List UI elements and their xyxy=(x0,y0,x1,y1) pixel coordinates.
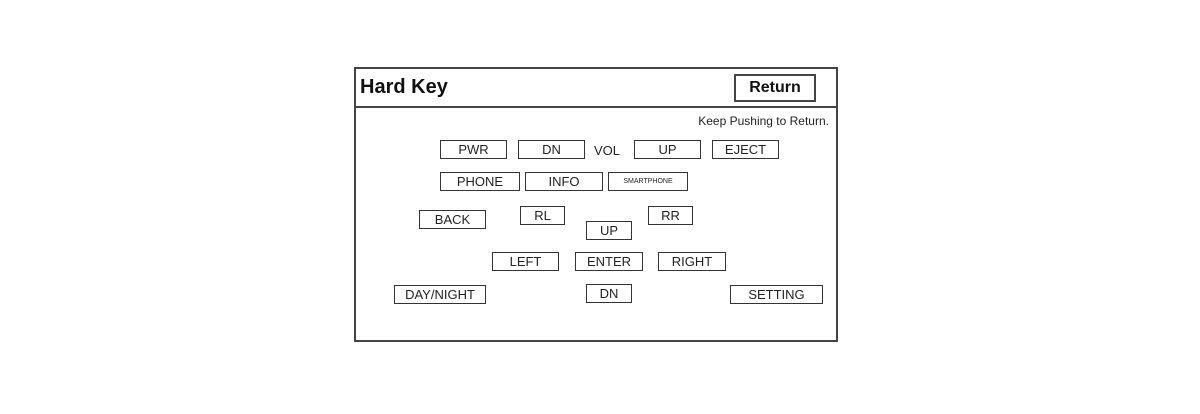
setting-key[interactable]: SETTING xyxy=(730,285,823,304)
left-key[interactable]: LEFT xyxy=(492,252,559,271)
dn-key[interactable]: DN xyxy=(586,284,632,303)
right-key[interactable]: RIGHT xyxy=(658,252,726,271)
day-night-key[interactable]: DAY/NIGHT xyxy=(394,285,486,304)
panel-header: Hard Key Return xyxy=(356,69,836,108)
rl-key[interactable]: RL xyxy=(520,206,565,225)
back-key[interactable]: BACK xyxy=(419,210,486,229)
vol-label: VOL xyxy=(594,143,621,158)
page-title: Hard Key xyxy=(360,76,448,98)
vol-up-key[interactable]: UP xyxy=(634,140,701,159)
return-hint: Keep Pushing to Return. xyxy=(698,114,829,128)
vol-down-key[interactable]: DN xyxy=(518,140,585,159)
enter-key[interactable]: ENTER xyxy=(575,252,643,271)
info-key[interactable]: INFO xyxy=(525,172,603,191)
return-button[interactable]: Return xyxy=(734,74,816,102)
up-key[interactable]: UP xyxy=(586,221,632,240)
rr-key[interactable]: RR xyxy=(648,206,693,225)
smartphone-key[interactable]: SMARTPHONE xyxy=(608,172,688,191)
pwr-key[interactable]: PWR xyxy=(440,140,507,159)
eject-key[interactable]: EJECT xyxy=(712,140,779,159)
phone-key[interactable]: PHONE xyxy=(440,172,520,191)
hard-key-panel: Hard Key Return Keep Pushing to Return. … xyxy=(354,67,838,342)
